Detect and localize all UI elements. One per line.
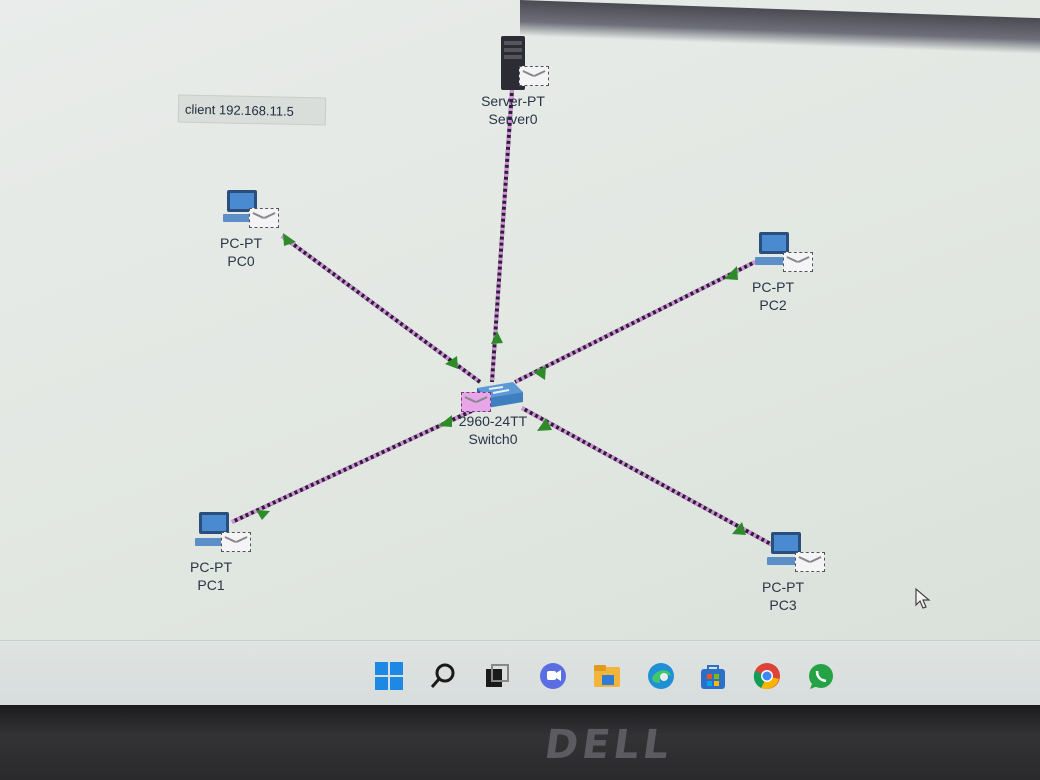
windows-taskbar	[0, 640, 1040, 705]
device-server0[interactable]: Server-PT Server0	[458, 34, 568, 128]
chrome-icon[interactable]	[752, 661, 782, 691]
pdu-envelope-icon	[783, 252, 813, 272]
device-model-label: 2960-24TT	[458, 413, 528, 429]
pdu-envelope-icon	[221, 532, 251, 552]
device-name-label: Switch0	[468, 431, 518, 447]
laptop-bezel	[0, 705, 1040, 780]
link-indicator	[732, 522, 746, 535]
device-name-label: Server0	[488, 111, 538, 127]
device-pc3[interactable]: PC-PT PC3	[728, 530, 838, 614]
link-indicator	[445, 356, 458, 369]
device-pc1[interactable]: PC-PT PC1	[156, 510, 266, 594]
edge-icon[interactable]	[646, 661, 676, 691]
device-name-label: PC1	[197, 577, 225, 593]
pdu-envelope-icon	[519, 66, 549, 86]
network-links-layer	[231, 89, 779, 550]
device-name-label: PC0	[227, 253, 255, 269]
pdu-envelope-icon	[795, 552, 825, 572]
search-icon[interactable]	[428, 661, 458, 691]
device-model-label: Server-PT	[481, 93, 545, 109]
device-name-label: PC2	[759, 297, 787, 313]
device-model-label: PC-PT	[762, 579, 804, 595]
pc-icon	[767, 532, 805, 565]
dell-logo: DELL	[541, 722, 676, 768]
link-pc1-switch0[interactable]	[231, 406, 479, 524]
link-pc2-switch0[interactable]	[514, 260, 756, 384]
link-indicator	[537, 418, 552, 431]
pdu-envelope-icon	[249, 208, 279, 228]
link-indicator	[438, 415, 452, 427]
whatsapp-icon[interactable]	[806, 661, 836, 691]
task-view-icon[interactable]	[482, 661, 512, 691]
device-pc2[interactable]: PC-PT PC2	[718, 230, 828, 314]
device-pc0[interactable]: PC-PT PC0	[186, 186, 296, 270]
device-model-label: PC-PT	[190, 559, 232, 575]
pdu-envelope-icon	[461, 392, 491, 412]
link-pc3-switch0[interactable]	[521, 406, 779, 550]
file-explorer-icon[interactable]	[592, 661, 622, 691]
link-indicator	[724, 266, 738, 280]
chat-icon[interactable]	[538, 661, 568, 691]
mouse-cursor-icon	[915, 587, 931, 609]
device-switch0[interactable]: 2960-24TT Switch0	[438, 378, 548, 448]
device-model-label: PC-PT	[220, 235, 262, 251]
device-model-label: PC-PT	[752, 279, 794, 295]
windows-start-icon[interactable]	[374, 661, 404, 691]
screen: client 192.168.11.5 Server-PT Server0	[0, 0, 1040, 705]
packet-tracer-workspace[interactable]: client 192.168.11.5 Server-PT Server0	[0, 0, 1040, 640]
link-indicator	[533, 366, 546, 380]
link-indicator	[491, 331, 503, 344]
link-indicator	[256, 510, 270, 520]
link-server0-switch0[interactable]	[490, 89, 514, 383]
store-icon[interactable]	[698, 661, 728, 691]
device-name-label: PC3	[769, 597, 797, 613]
client-ip-note[interactable]: client 192.168.11.5	[177, 94, 327, 126]
link-indicator	[283, 233, 296, 246]
link-pc0-switch0[interactable]	[280, 233, 482, 384]
